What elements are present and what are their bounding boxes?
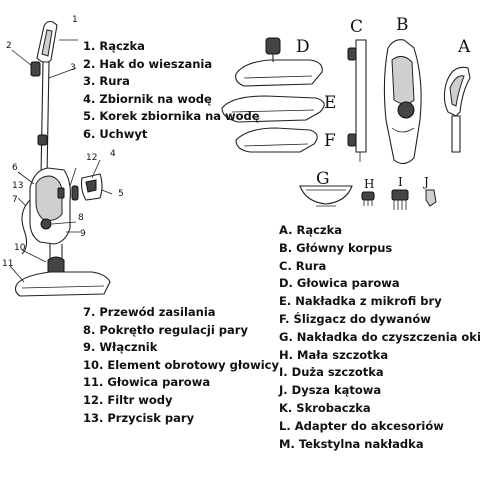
callout-1: 1 [72,15,78,25]
parts-legend-top: 1. Rączka 2. Hak do wieszania 3. Rura 4.… [83,38,260,143]
legend-item-13: 13. Przycisk pary [83,410,195,425]
cord-holder [37,134,48,146]
part-a-handle [443,66,471,153]
legend-item-h: H. Mała szczotka [279,347,389,362]
neck [49,244,63,260]
callout-2: 2 [6,41,12,51]
legend-item-g: G. Nakładka do czyszczenia okien [279,329,480,344]
legend-item-3: 3. Rura [83,74,130,88]
handle-grip [41,29,53,57]
legend-item-d: D. Głowica parowa [279,276,400,291]
callout-e: E [324,93,336,113]
legend-item-f: F. Ślizgacz do dywanów [279,311,431,326]
part-b-main-body [383,39,422,165]
callout-d: D [296,37,310,57]
legend-item-12: 12. Filtr wody [83,392,173,407]
legend-item-7: 7. Przewód zasilania [83,305,216,319]
legend-item-9: 9. Włącznik [83,340,158,355]
assembled-steam-mop [14,20,111,297]
callout-a: A [457,37,471,57]
callout-j: J [422,175,429,189]
legend-item-i: I. Duża szczotka [279,365,384,380]
callout-f: F [324,131,336,151]
water-tank [35,175,63,221]
callout-11: 11 [2,259,13,269]
part-d-steam-head [235,37,323,87]
legend-item-6: 6. Uchwyt [83,126,148,141]
part-h-small-brush [361,191,375,206]
callout-4: 4 [110,149,116,159]
legend-item-5: 5. Korek zbiornika na wodę [83,109,260,123]
legend-item-1: 1. Rączka [83,39,145,53]
callout-c: C [350,17,363,37]
part-g-window-cleaner [299,185,353,207]
legend-item-10: 10. Element obrotowy głowicy [83,357,279,372]
part-e-microfibre-pad [221,95,325,123]
legend-item-a: A. Rączka [279,223,343,237]
callout-12: 12 [86,153,97,163]
legend-item-l: L. Adapter do akcesoriów [279,418,444,433]
callout-8: 8 [78,213,84,223]
legend-item-b: B. Główny korpus [279,240,393,255]
part-c-tube [347,39,367,162]
legend-item-2: 2. Hak do wieszania [83,56,213,71]
part-j-angled-nozzle [425,189,437,207]
legend-item-e: E. Nakładka z mikrofi bry [279,294,442,309]
callout-7: 7 [12,195,18,205]
legend-item-8: 8. Pokrętło regulacji pary [83,322,248,337]
water-filter [57,187,65,199]
callout-i: I [398,175,403,189]
callout-h: H [364,177,374,191]
power-cord [21,199,31,255]
callout-g: G [316,169,330,189]
legend-item-4: 4. Zbiornik na wodę [83,91,212,106]
callout-13: 13 [12,181,23,191]
legend-item-j: J. Dysza kątowa [279,383,382,398]
detached-tank-cap [85,179,97,193]
legend-item-11: 11. Głowica parowa [83,375,211,390]
legend-item-m: M. Tekstylna nakładka [279,436,424,451]
callout-10: 10 [14,243,26,253]
parts-legend-bottom-left: 7. Przewód zasilania 8. Pokrętło regulac… [83,304,279,427]
hanging-hook [30,61,41,77]
steam-head-edge [21,285,105,289]
steam-head [14,271,111,297]
part-i-large-brush [391,189,409,210]
accessories-legend: A. Rączka B. Główny korpus C. Rura D. Gł… [279,222,480,453]
callout-b: B [396,15,409,35]
leader-lines-left [9,39,113,283]
tank-cap [71,185,79,201]
callout-3: 3 [70,63,76,73]
tube [40,61,50,177]
callout-6: 6 [12,163,18,173]
callout-5: 5 [118,189,124,199]
steam-dial [40,218,52,230]
legend-item-c: C. Rura [279,258,327,273]
callout-9: 9 [80,229,86,239]
legend-item-k: K. Skrobaczka [279,400,371,415]
